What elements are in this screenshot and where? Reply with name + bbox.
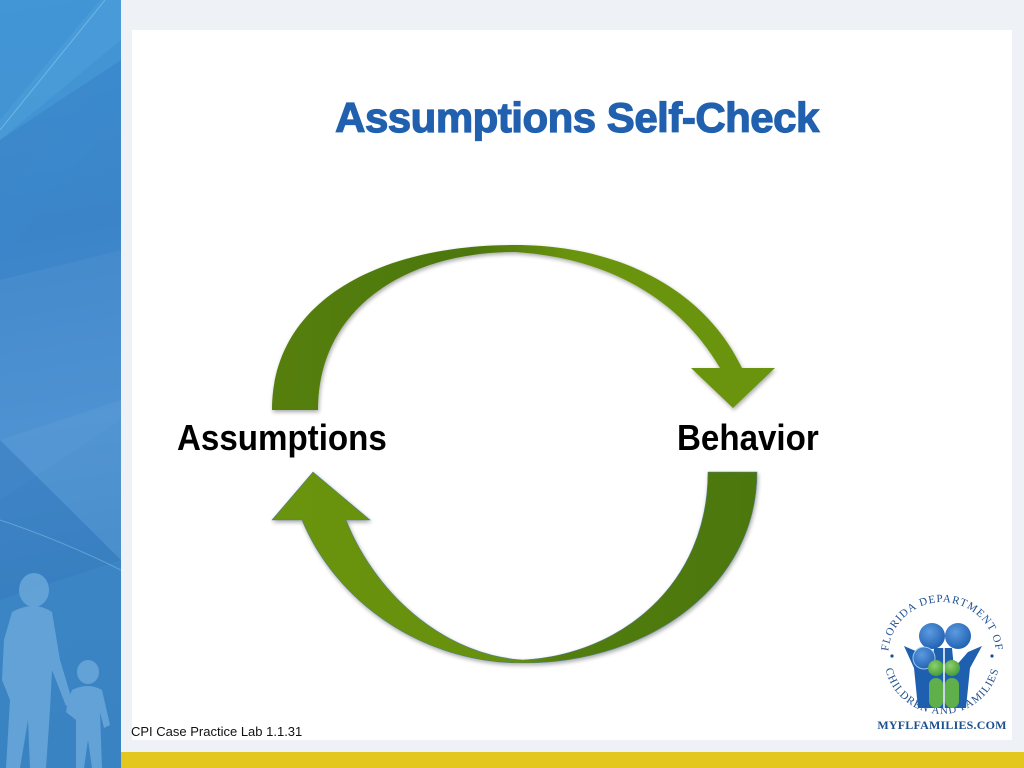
logo-url-text: MYFLFAMILIES.COM bbox=[877, 718, 1007, 732]
node-label-behavior: Behavior bbox=[677, 417, 819, 458]
background-shapes-icon bbox=[0, 0, 121, 768]
node-label-assumptions: Assumptions bbox=[177, 417, 387, 458]
family-silhouette-icon bbox=[2, 573, 110, 768]
footer-text: CPI Case Practice Lab 1.1.31 bbox=[131, 724, 303, 739]
dcf-logo: FLORIDA DEPARTMENT OF CHILDREN AND FAMIL… bbox=[874, 590, 1010, 740]
left-decorative-panel bbox=[0, 0, 121, 768]
slide-title: Assumptions Self-Check bbox=[335, 93, 820, 141]
bottom-accent-strip bbox=[121, 752, 1024, 768]
florida-dcf-seal-icon: FLORIDA DEPARTMENT OF CHILDREN AND FAMIL… bbox=[879, 593, 1004, 717]
